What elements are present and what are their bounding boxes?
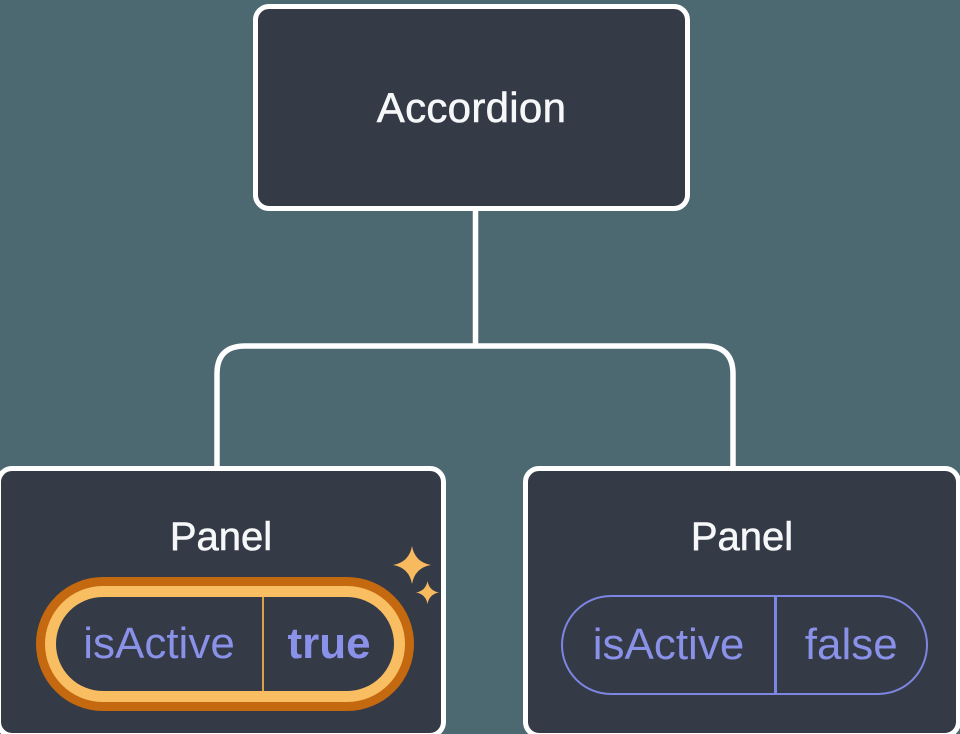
sparkle-icon [416,581,439,604]
state-prop-name: isActive [83,619,235,668]
panel-node-active: Panel isActive true [0,466,446,734]
accordion-node: Accordion [253,4,690,211]
panel-node-label: Panel [169,515,273,560]
state-pill-highlighted: isActive true [56,597,394,691]
state-prop-value: true [287,619,371,668]
state-prop-name: isActive [592,620,745,669]
sparkle-icon [393,546,431,584]
panel-node-label: Panel [690,515,794,560]
branch-connector-line [214,343,736,471]
pill-divider [774,597,777,693]
state-prop-value: false [804,620,898,669]
accordion-node-label: Accordion [376,83,567,131]
pill-divider [262,597,264,691]
panel-node-inactive: Panel isActive false [523,466,960,734]
state-pill: isActive false [561,595,928,695]
